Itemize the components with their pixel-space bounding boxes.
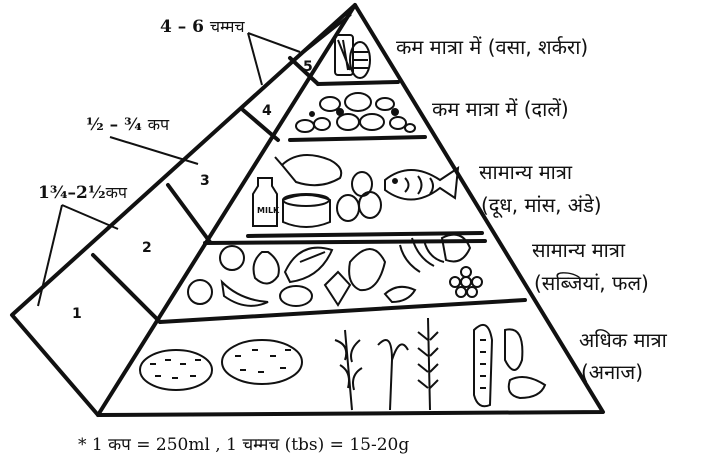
maize-cob: [474, 325, 492, 406]
side-number-4: 4: [262, 103, 272, 119]
pulses-illustration: [296, 93, 415, 132]
leader-top-2: [248, 33, 300, 52]
rice-heap: [140, 350, 212, 390]
paddy-stalk: [335, 330, 362, 410]
portion-label-pulses: ½ – ¾ कप: [86, 117, 169, 134]
portion-label-fats: 4 – 6 चम्मच: [160, 19, 245, 36]
vegetables-fruits-illustration: [188, 235, 482, 306]
chicken-leg: [282, 155, 341, 185]
level-5-label: कम मात्रा में (वसा, शर्करा): [396, 37, 588, 57]
onion: [254, 252, 279, 284]
portion-unit-pulses: कप: [148, 115, 169, 134]
side-divider-3: [243, 110, 278, 140]
milk-bottle: [253, 178, 277, 226]
milk-label: MILK: [257, 206, 280, 215]
tier-line-1: [318, 82, 398, 84]
leader-low-1: [38, 205, 62, 306]
level-2-label-line1: सामान्य मात्रा: [532, 240, 625, 260]
level-3-label-line1: सामान्य मात्रा: [479, 162, 572, 182]
tomato: [220, 246, 244, 270]
portion-unit-vegetables: कप: [106, 183, 127, 202]
level-3-label-line2: (दूध, मांस, अंडे): [481, 195, 602, 215]
millet-stalk: [378, 340, 408, 410]
banana: [222, 282, 268, 306]
leader-top-1: [248, 33, 262, 85]
portion-value-fats: 4 – 6: [160, 17, 204, 37]
side-divider-2: [168, 185, 210, 242]
tier-line-2: [290, 137, 425, 140]
level-4-label: कम मात्रा में (दालें): [432, 99, 569, 119]
egg: [337, 195, 359, 221]
potato: [280, 286, 312, 306]
brinjal: [442, 235, 470, 262]
capsicum: [188, 280, 212, 304]
portion-value-vegetables: 1¾–2½: [38, 183, 106, 203]
apple: [349, 249, 385, 290]
cereals-illustration: [140, 318, 545, 410]
side-number-3: 3: [200, 173, 210, 189]
portion-value-pulses: ½ – ¾: [86, 115, 142, 135]
portion-unit-fats: चम्मच: [210, 17, 245, 36]
side-divider-1: [93, 255, 160, 322]
level-2-label-line2: (सब्जियां, फल): [534, 273, 649, 293]
tier-line-4: [160, 300, 525, 322]
portion-label-vegetables: 1¾–2½कप: [38, 185, 127, 202]
side-number-1: 1: [72, 306, 82, 322]
leader-low-2: [62, 205, 118, 229]
side-number-2: 2: [142, 240, 152, 256]
footnote: * 1 कप = 250ml , 1 चम्मच (tbs) = 15-20g: [78, 437, 409, 454]
milk-meat-eggs-illustration: [253, 155, 458, 227]
pineapple: [325, 272, 350, 305]
level-1-label-line1: अधिक मात्रा: [579, 330, 667, 350]
milk-pot: [283, 195, 330, 227]
wheat-stalk: [418, 318, 438, 410]
side-number-5: 5: [303, 59, 313, 75]
fats-sugars-illustration: [335, 35, 370, 78]
sorghum: [505, 329, 545, 398]
mango: [385, 287, 415, 302]
level-1-label-line2: (अनाज): [581, 362, 643, 382]
wheat-grain-heap: [222, 340, 302, 384]
leader-mid: [110, 137, 198, 164]
